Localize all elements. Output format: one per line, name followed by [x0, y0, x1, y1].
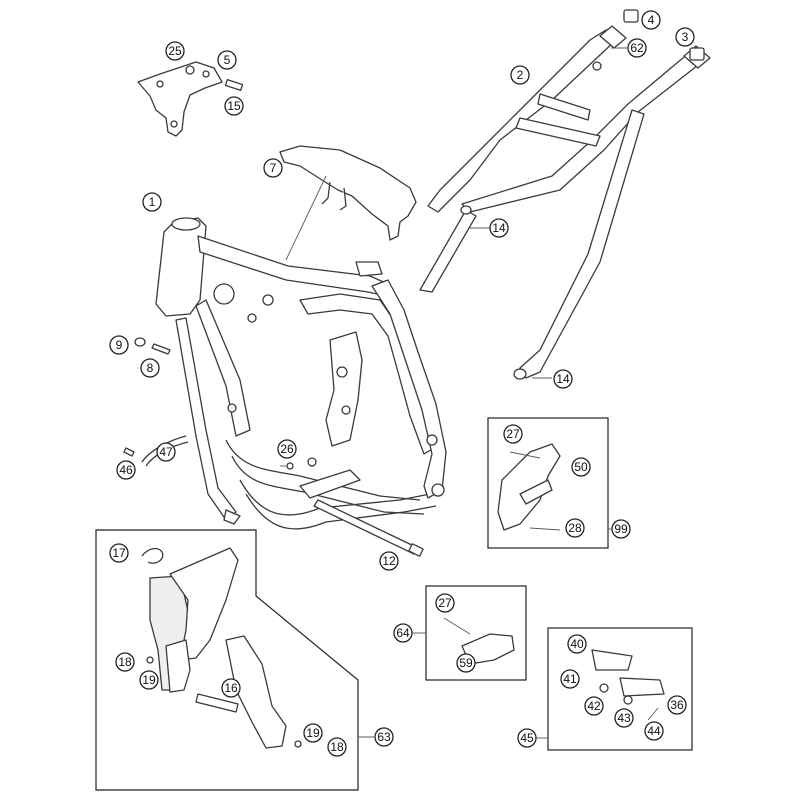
callout-47: 47 [156, 442, 176, 462]
callout-59: 59 [456, 653, 476, 673]
callout-17: 17 [109, 543, 129, 563]
callout-label: 8 [147, 361, 154, 375]
callout-label: 17 [112, 546, 126, 560]
callout-27-upper: 27 [503, 424, 523, 444]
callout-7: 7 [263, 158, 283, 178]
engine-mount-bracket [137, 61, 244, 137]
number-plate-bracket [279, 145, 417, 261]
main-frame [155, 217, 447, 557]
callout-25: 25 [165, 41, 185, 61]
callout-label: 44 [647, 724, 661, 738]
subframe-bushing-top-left [623, 9, 639, 23]
callout-1: 1 [142, 192, 162, 212]
group-leaders [358, 47, 628, 739]
callout-label: 14 [492, 221, 506, 235]
callout-27-lower: 27 [435, 593, 455, 613]
callout-label: 3 [682, 30, 689, 44]
callout-label: 46 [119, 463, 133, 477]
callout-label: 50 [574, 460, 588, 474]
callout-26: 26 [277, 439, 297, 459]
callout-label: 43 [617, 711, 631, 725]
callout-18-left: 18 [115, 652, 135, 672]
callout-8: 8 [140, 358, 160, 378]
callout-label: 18 [118, 655, 132, 669]
callout-12: 12 [379, 551, 399, 571]
callout-4: 4 [641, 10, 661, 30]
callout-label: 4 [648, 13, 655, 27]
footpeg-group [547, 627, 693, 751]
callout-62: 62 [627, 38, 647, 58]
callout-label: 41 [563, 672, 577, 686]
callout-label: 19 [142, 673, 156, 687]
callout-14-lower: 14 [553, 369, 573, 389]
callout-36: 36 [667, 695, 687, 715]
callout-15: 15 [224, 96, 244, 116]
callout-label: 16 [224, 681, 238, 695]
callout-19-left: 19 [139, 670, 159, 690]
callout-label: 12 [382, 554, 396, 568]
subframe-bushing-top-right [689, 47, 705, 61]
callout-label: 40 [570, 637, 584, 651]
callout-41: 41 [560, 669, 580, 689]
callout-label: 2 [517, 68, 524, 82]
callouts: 1 2 3 4 5 7 8 9 12 14 14 15 16 17 18 18 … [109, 10, 695, 757]
callout-64: 64 [393, 623, 413, 643]
callout-9: 9 [109, 335, 129, 355]
callout-19-right: 19 [303, 723, 323, 743]
callout-label: 25 [168, 44, 182, 58]
callout-label: 27 [438, 596, 452, 610]
callout-18-right: 18 [327, 737, 347, 757]
skid-guard-group [487, 417, 609, 549]
callout-40: 40 [567, 634, 587, 654]
callout-50: 50 [571, 457, 591, 477]
callout-16: 16 [221, 678, 241, 698]
callout-42: 42 [584, 696, 604, 716]
callout-14-upper: 14 [489, 218, 509, 238]
callout-3: 3 [675, 27, 695, 47]
callout-label: 28 [568, 521, 582, 535]
callout-2: 2 [510, 65, 530, 85]
rear-subframe [419, 9, 711, 380]
callout-5: 5 [217, 50, 237, 70]
callout-label: 64 [396, 626, 410, 640]
frame-protector-group [95, 529, 359, 791]
callout-label: 99 [614, 522, 628, 536]
callout-label: 9 [116, 338, 123, 352]
callout-label: 15 [227, 99, 241, 113]
callout-43: 43 [614, 708, 634, 728]
callout-45: 45 [517, 728, 537, 748]
callout-28: 28 [565, 518, 585, 538]
callout-label: 62 [630, 41, 644, 55]
callout-label: 5 [224, 53, 231, 67]
callout-label: 18 [330, 740, 344, 754]
callout-label: 59 [459, 656, 473, 670]
callout-99: 99 [611, 519, 631, 539]
callout-44: 44 [644, 721, 664, 741]
callout-label: 36 [670, 698, 684, 712]
callout-label: 26 [280, 442, 294, 456]
callout-label: 19 [306, 726, 320, 740]
callout-label: 7 [270, 161, 277, 175]
callout-label: 63 [377, 730, 391, 744]
callout-label: 14 [556, 372, 570, 386]
callout-label: 42 [587, 699, 601, 713]
callout-label: 47 [159, 445, 173, 459]
callout-label: 27 [506, 427, 520, 441]
callout-label: 1 [149, 195, 156, 209]
callout-46: 46 [116, 460, 136, 480]
callout-label: 45 [520, 731, 534, 745]
callout-63: 63 [374, 727, 394, 747]
